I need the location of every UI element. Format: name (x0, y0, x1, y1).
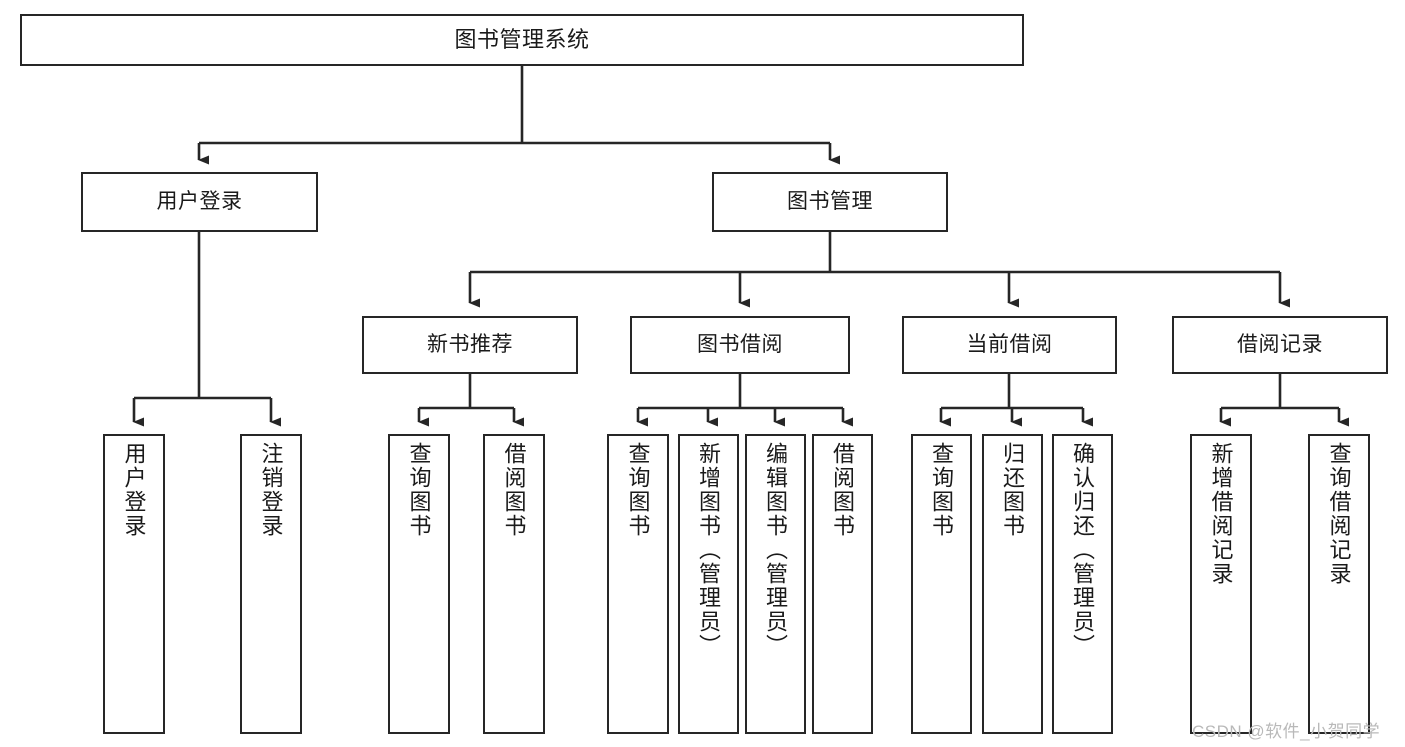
node-root-label: 图书管理系统 (454, 27, 590, 53)
node-leaf-return-book-label: 归还图书 (1000, 442, 1026, 538)
node-leaf-add-record[interactable]: 新增借阅记录 (1190, 434, 1252, 734)
node-leaf-query-book-1-label: 查询图书 (406, 442, 432, 538)
csdn-watermark: CSDN @软件_小贺同学 (1192, 722, 1381, 741)
node-leaf-logout[interactable]: 注销登录 (240, 434, 302, 734)
node-leaf-add-record-label: 新增借阅记录 (1208, 442, 1234, 586)
node-leaf-query-record[interactable]: 查询借阅记录 (1308, 434, 1370, 734)
node-leaf-borrow-book-2[interactable]: 借阅图书 (812, 434, 873, 734)
node-leaf-confirm-return-label: 确认归还（管理员） (1070, 442, 1096, 658)
node-leaf-edit-book[interactable]: 编辑图书（管理员） (745, 434, 806, 734)
node-leaf-query-record-label: 查询借阅记录 (1326, 442, 1352, 586)
node-leaf-borrow-book-1-label: 借阅图书 (501, 442, 527, 538)
node-current-borrow-label: 当前借阅 (966, 332, 1053, 356)
node-book-borrow-label: 图书借阅 (697, 332, 783, 356)
node-user-login[interactable]: 用户登录 (81, 172, 318, 232)
node-leaf-query-book-3-label: 查询图书 (929, 442, 955, 538)
node-root[interactable]: 图书管理系统 (20, 14, 1024, 66)
node-leaf-add-book-label: 新增图书（管理员） (696, 442, 722, 658)
node-borrow-record[interactable]: 借阅记录 (1172, 316, 1388, 374)
node-leaf-borrow-book-1[interactable]: 借阅图书 (483, 434, 545, 734)
node-book-management-label: 图书管理 (787, 189, 873, 213)
node-leaf-confirm-return[interactable]: 确认归还（管理员） (1052, 434, 1113, 734)
node-book-management[interactable]: 图书管理 (712, 172, 948, 232)
node-book-borrow[interactable]: 图书借阅 (630, 316, 850, 374)
node-new-book-recommend[interactable]: 新书推荐 (362, 316, 578, 374)
node-leaf-return-book[interactable]: 归还图书 (982, 434, 1043, 734)
node-leaf-add-book[interactable]: 新增图书（管理员） (678, 434, 739, 734)
node-leaf-query-book-3[interactable]: 查询图书 (911, 434, 972, 734)
node-leaf-user-login[interactable]: 用户登录 (103, 434, 165, 734)
node-leaf-logout-label: 注销登录 (258, 442, 284, 538)
node-leaf-user-login-label: 用户登录 (121, 442, 147, 538)
node-leaf-query-book-2-label: 查询图书 (625, 442, 651, 538)
node-current-borrow[interactable]: 当前借阅 (902, 316, 1117, 374)
node-leaf-borrow-book-2-label: 借阅图书 (830, 442, 856, 538)
node-leaf-edit-book-label: 编辑图书（管理员） (763, 442, 789, 658)
node-leaf-query-book-2[interactable]: 查询图书 (607, 434, 669, 734)
node-borrow-record-label: 借阅记录 (1237, 332, 1323, 356)
node-leaf-query-book-1[interactable]: 查询图书 (388, 434, 450, 734)
node-user-login-label: 用户登录 (156, 189, 243, 213)
node-new-book-recommend-label: 新书推荐 (427, 332, 513, 356)
